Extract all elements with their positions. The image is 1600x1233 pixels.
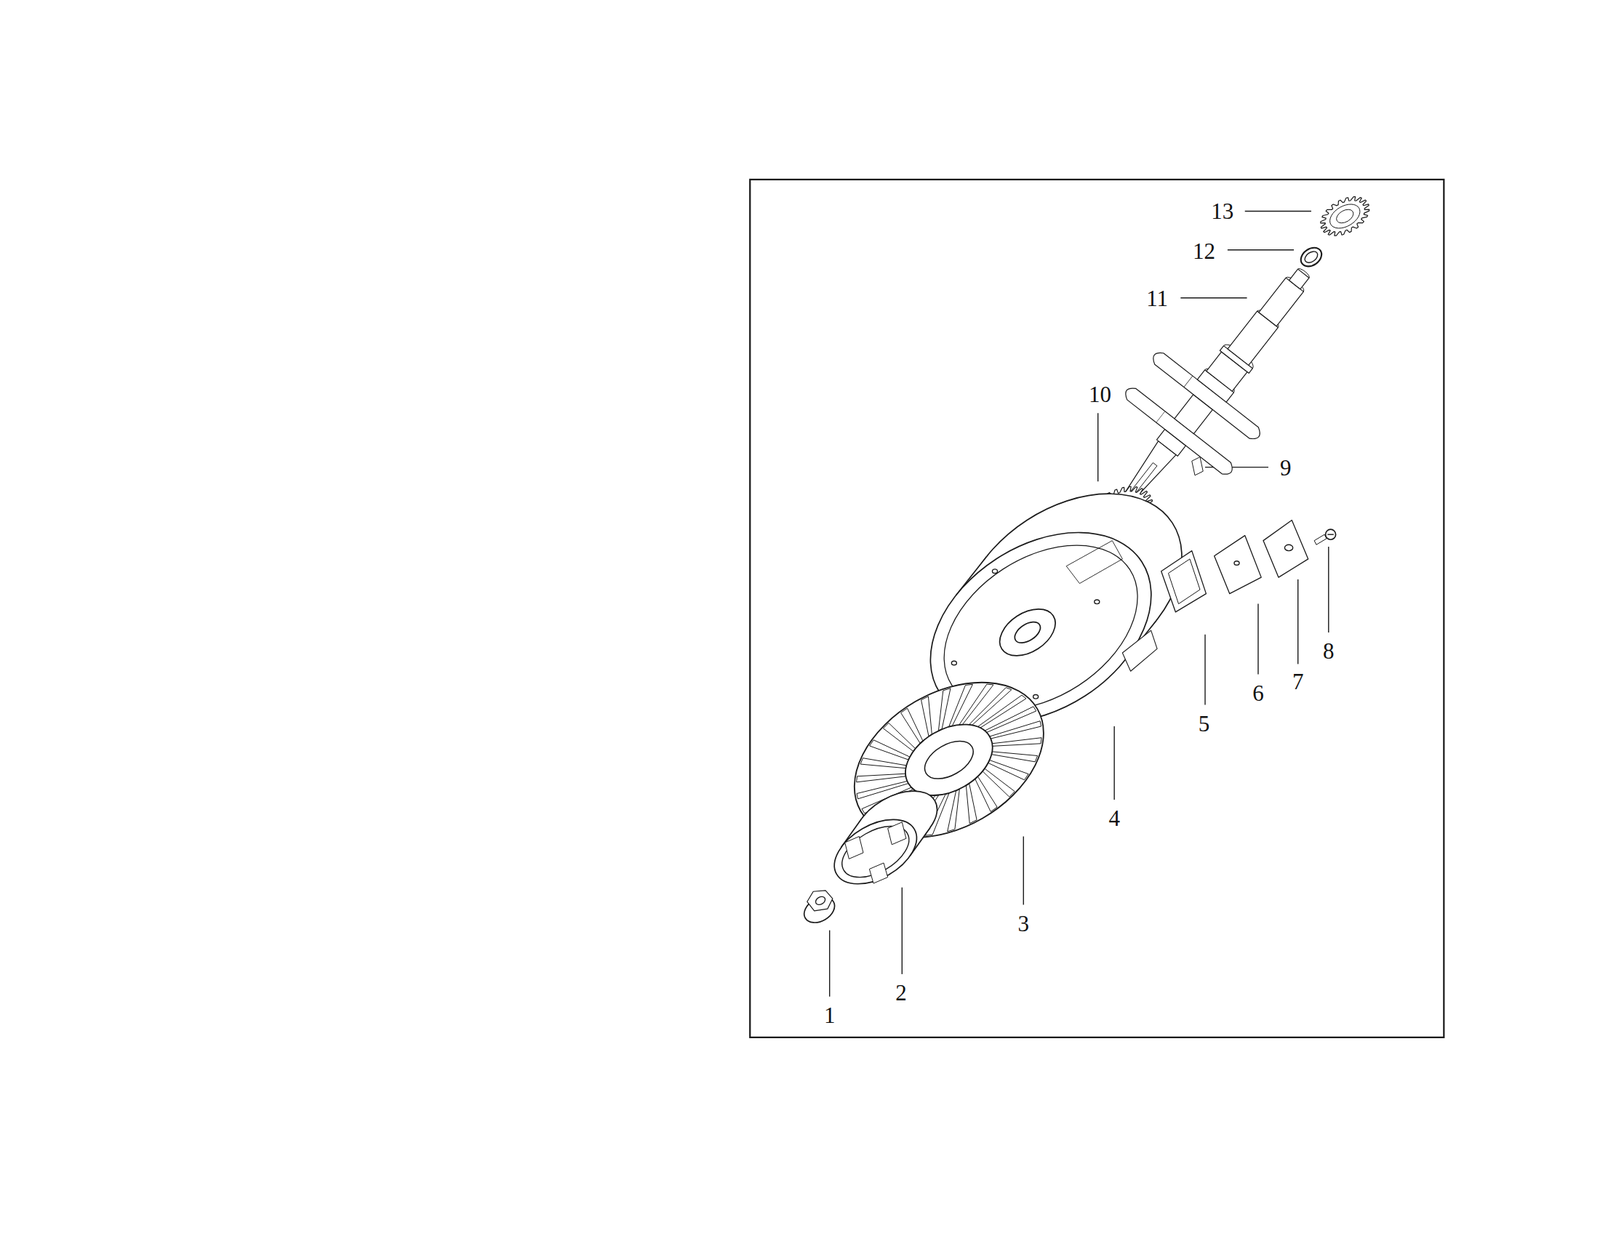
callout-number: 13	[1209, 200, 1235, 223]
drive-gear	[1313, 189, 1376, 244]
retaining-ring	[1302, 249, 1320, 266]
drive-gear	[1325, 199, 1365, 234]
flywheel-hole	[992, 569, 998, 574]
screw	[1325, 529, 1336, 540]
callout-number: 2	[893, 981, 909, 1005]
starter-cup	[833, 816, 918, 888]
drive-gear	[1333, 206, 1356, 226]
flywheel-hub	[1010, 618, 1044, 648]
flywheel	[895, 454, 1217, 762]
callout-number: 7	[1290, 670, 1306, 694]
leader-line	[1328, 546, 1329, 633]
magnet-piece	[1161, 551, 1207, 613]
magnet-slot	[1122, 630, 1158, 672]
shoe-plate	[1214, 536, 1262, 595]
leader-line	[1297, 579, 1299, 664]
starter-cup	[823, 806, 928, 898]
flywheel-hole	[1094, 600, 1100, 605]
screw	[1327, 534, 1334, 536]
leader-line	[1180, 297, 1247, 299]
fan-blade	[984, 704, 1037, 739]
leader-line	[901, 888, 903, 975]
leader-line	[1113, 726, 1115, 800]
leader-line	[1257, 604, 1259, 675]
callout-number: 6	[1250, 681, 1266, 704]
callout-number: 5	[1197, 712, 1212, 735]
fan-blade	[972, 776, 998, 812]
flywheel-hole	[951, 661, 957, 666]
leader-line	[1097, 413, 1099, 482]
callout-number: 4	[1106, 807, 1122, 830]
flywheel-hub	[991, 600, 1064, 667]
callout-number: 11	[1144, 286, 1170, 310]
callout-number: 12	[1191, 240, 1217, 263]
retaining-ring	[1297, 244, 1326, 271]
flange-nut	[814, 895, 827, 907]
fan-blade	[867, 728, 910, 774]
cup-tab	[845, 837, 864, 860]
fan-blade	[900, 708, 926, 744]
flange-nut	[807, 890, 833, 912]
leader-line	[1023, 837, 1024, 906]
magnet-piece	[1168, 559, 1200, 605]
leader-line	[829, 930, 830, 998]
callout-number: 10	[1087, 382, 1113, 406]
callout-number: 8	[1321, 640, 1336, 663]
frame	[749, 179, 1444, 1038]
cup-tab	[888, 822, 907, 846]
plate-hole	[1234, 561, 1240, 566]
callout-number: 3	[1016, 912, 1032, 935]
crankshaft	[1298, 266, 1312, 278]
starter-cup	[823, 778, 948, 898]
flange-nut	[800, 890, 840, 928]
leader-line	[1204, 634, 1206, 706]
drive-gear	[1313, 189, 1376, 244]
magnet-slot	[1066, 541, 1123, 584]
leader-line	[1245, 210, 1312, 212]
leader-line	[1227, 249, 1294, 251]
cup-tab	[869, 863, 888, 884]
callout-number: 9	[1278, 456, 1294, 479]
illustration	[749, 179, 1444, 1038]
flywheel-hole	[1033, 694, 1039, 699]
plate-hole	[1284, 544, 1293, 551]
fan-hub	[918, 733, 980, 787]
screw	[1314, 534, 1327, 545]
counterweight	[1149, 349, 1193, 388]
woodruff-key	[1192, 457, 1203, 476]
counterweight	[1122, 384, 1166, 423]
callout-number: 1	[822, 1004, 838, 1027]
clamp-plate	[1263, 520, 1309, 579]
fan-blade	[987, 746, 1030, 792]
